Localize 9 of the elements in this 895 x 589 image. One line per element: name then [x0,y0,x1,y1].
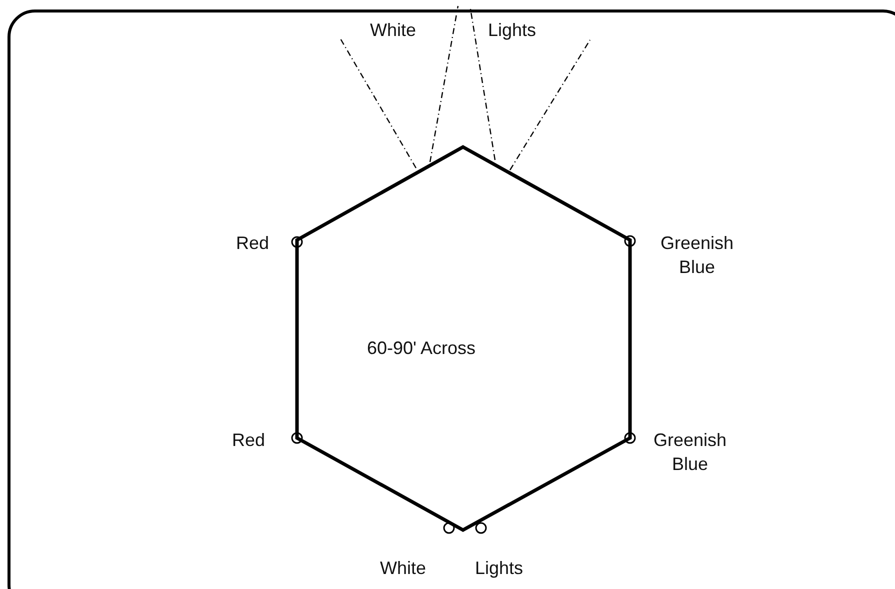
dimension-text: 60-90' Across [367,337,476,360]
light-label: Greenish Blue [659,232,735,279]
light-label: White [370,19,416,42]
light-label: White [380,557,426,580]
light-label: Red [232,429,266,452]
light-label: Lights [475,557,524,580]
light-label: Lights [488,19,536,42]
light-label: Greenish Blue [652,429,728,476]
light-label: Red [236,232,270,255]
